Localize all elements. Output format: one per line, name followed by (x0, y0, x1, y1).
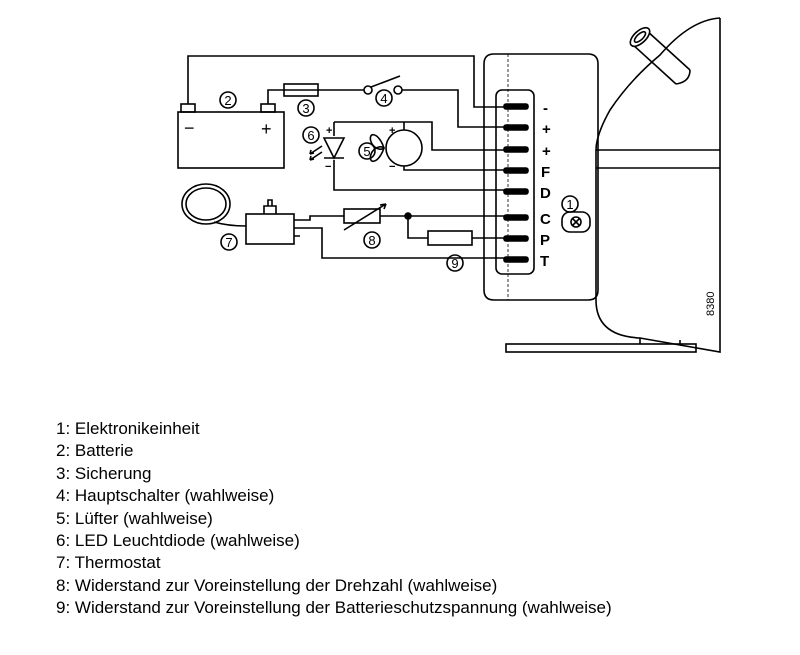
legend-item: 7: Thermostat (56, 553, 161, 573)
legend-item: 3: Sicherung (56, 463, 152, 483)
wire-switch-to-terminal (402, 89, 504, 128)
callout-number: 9 (451, 256, 458, 271)
terminal-label: F (541, 164, 550, 181)
fan (369, 129, 423, 167)
led (309, 137, 346, 161)
terminal-label: P (540, 232, 550, 249)
callout-circles (219, 89, 579, 272)
terminal-label: + (542, 143, 551, 160)
callout-number: 6 (307, 128, 314, 143)
wire-battery-minus (187, 55, 504, 108)
battery-plus-sign: + (261, 119, 272, 139)
callout-number: 4 (380, 91, 387, 106)
terminal-label: T (540, 253, 549, 270)
battery-minus-sign: − (184, 118, 195, 138)
wire-c-p (407, 216, 504, 239)
led-plus-sign: + (326, 125, 332, 137)
resistor-battery-protection (427, 230, 473, 246)
callout-number: 1 (566, 197, 573, 212)
callout-number: 7 (225, 235, 232, 250)
legend-item: 2: Batterie (56, 441, 134, 461)
callout-number: 5 (363, 144, 370, 159)
callout-number: 3 (302, 101, 309, 116)
terminal-label: C (540, 211, 551, 228)
wire-led-fan-plus (334, 121, 504, 151)
wiring-diagram: - + + F D C P T − + + − + − 2 3 4 5 6 1 … (177, 17, 721, 353)
wire-thermostat-t (300, 227, 504, 259)
callout-number: 2 (224, 93, 231, 108)
callout-numbers: 2 3 4 5 6 1 7 8 9 (224, 91, 573, 271)
drawing-code: 8380 (705, 292, 717, 316)
thermostat (181, 183, 300, 245)
callout-number: 8 (368, 233, 375, 248)
compressor (505, 17, 721, 353)
led-minus-sign: − (325, 161, 331, 173)
legend-item: 4: Hauptschalter (wahlweise) (56, 486, 275, 506)
wire-led-d (333, 170, 504, 191)
legend-item: 6: LED Leuchtdiode (wahlweise) (56, 531, 300, 551)
wire-thermostat-c (300, 215, 344, 221)
compressor-pipe (629, 26, 691, 85)
terminal-label: + (542, 121, 551, 138)
fan-plus-sign: + (389, 125, 395, 137)
wire-battery-plus (267, 89, 364, 104)
terminal-pins (503, 103, 529, 263)
wire-fan-f (403, 166, 504, 171)
resistor-speed (343, 208, 381, 224)
legend: 1: Elektronikeinheit 2: Batterie 3: Sich… (56, 418, 612, 620)
compressor-base (505, 343, 697, 353)
terminal-label: - (543, 100, 548, 117)
legend-item: 8: Widerstand zur Voreinstellung der Dre… (56, 575, 498, 595)
legend-item: 5: Lüfter (wahlweise) (56, 508, 213, 528)
terminal-label: D (540, 185, 551, 202)
legend-item: 1: Elektronikeinheit (56, 419, 200, 438)
main-switch (363, 75, 403, 95)
terminal-labels: - + + F D C P T (540, 100, 551, 270)
mounting-screw (561, 211, 591, 233)
fan-minus-sign: − (389, 161, 395, 173)
legend-item: 9: Widerstand zur Voreinstellung der Bat… (56, 598, 612, 618)
